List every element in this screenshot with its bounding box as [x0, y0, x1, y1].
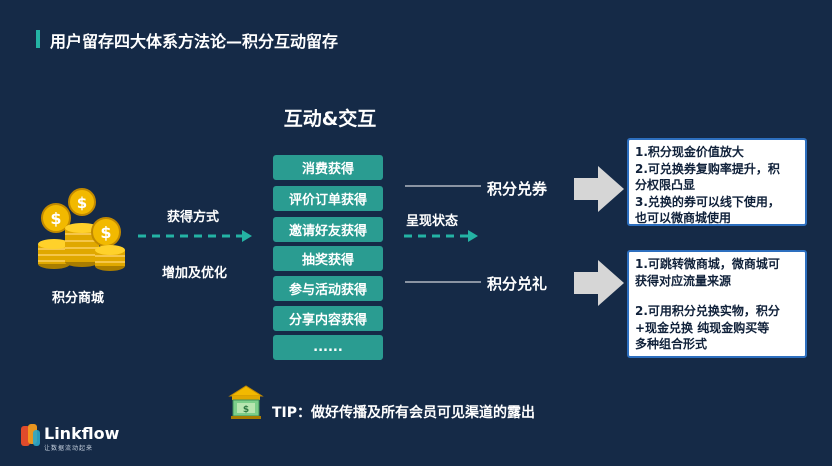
- method-consume: 消费获得: [273, 155, 383, 180]
- coin-stack-icon: $ $ $: [38, 188, 125, 271]
- present-state-label: 呈现状态: [406, 214, 459, 229]
- acquire-method-label: 获得方式: [167, 210, 220, 225]
- big-arrow-coupon: [574, 166, 624, 212]
- method-share-content: 分享内容获得: [273, 306, 383, 331]
- interaction-title: 互动&交互: [283, 108, 377, 130]
- title-accent-bar: [36, 30, 40, 48]
- svg-text:$: $: [100, 223, 111, 242]
- coupon-desc-box: 1.积分现金价值放大 2.可兑换券复购率提升，积 分权限凸显 3.兑换的券可以线…: [627, 138, 807, 226]
- brand-tagline: 让数据流动起来: [44, 445, 94, 452]
- method-invite-friend: 邀请好友获得: [273, 217, 383, 242]
- gift-desc-box: 1.可跳转微商城，微商城可 获得对应流量来源 2.可用积分兑换实物，积分 +现金…: [627, 250, 807, 358]
- gift-desc-line-3: 2.可用积分兑换实物，积分: [635, 304, 780, 318]
- coupon-desc-line-2: 2.可兑换券复购率提升，积: [635, 161, 780, 176]
- dashed-arrow-center: [404, 230, 478, 242]
- coupon-desc-line-1: 1.积分现金价值放大: [635, 145, 744, 159]
- method-join-activity: 参与活动获得: [273, 276, 383, 301]
- increase-optimize-label: 增加及优化: [162, 266, 228, 281]
- gift-desc-line-4: +现金兑换 纯现金购买等: [635, 320, 770, 335]
- gift-desc-line-2: 获得对应流量来源: [635, 273, 732, 288]
- page-title: 用户留存四大体系方法论—积分互动留存: [50, 32, 339, 51]
- tip-text: TIP：做好传播及所有会员可见渠道的露出: [272, 405, 536, 421]
- gift-desc-line-1: 1.可跳转微商城，微商城可: [635, 257, 780, 271]
- coupon-desc-line-3: 分权限凸显: [635, 178, 696, 192]
- linkflow-logo-icon: [21, 424, 40, 446]
- coupon-desc-line-4: 3.兑换的券可以线下使用，: [635, 194, 780, 209]
- exchange-coupon-label: 积分兑券: [487, 180, 548, 198]
- gift-desc-line-5: 多种组合形式: [635, 337, 708, 351]
- branch-lines: [405, 185, 481, 283]
- svg-text:$: $: [243, 405, 249, 415]
- big-arrow-gift: [574, 260, 624, 306]
- dashed-arrow-left: [138, 230, 252, 242]
- coupon-desc-line-5: 也可以微商城使用: [635, 211, 732, 225]
- method-lottery: 抽奖获得: [273, 246, 383, 271]
- svg-text:$: $: [77, 194, 87, 212]
- shop-icon: $: [228, 385, 264, 419]
- brand-name: Linkflow: [44, 424, 120, 443]
- points-mall-label: 积分商城: [52, 291, 105, 306]
- exchange-gift-label: 积分兑礼: [487, 275, 548, 293]
- svg-text:$: $: [50, 209, 61, 228]
- method-more: ......: [273, 335, 383, 360]
- method-review-order: 评价订单获得: [273, 186, 383, 211]
